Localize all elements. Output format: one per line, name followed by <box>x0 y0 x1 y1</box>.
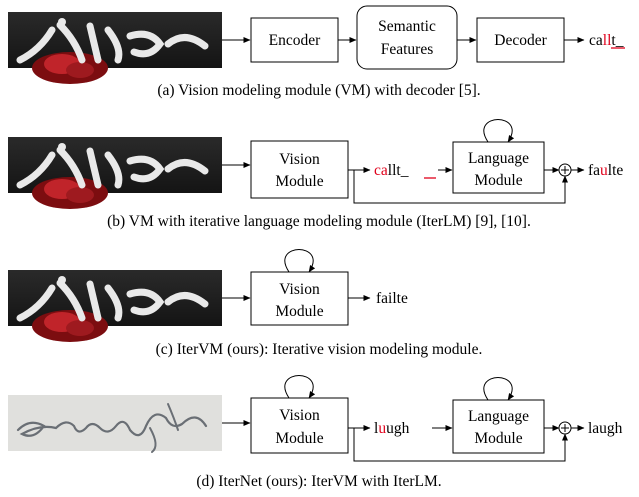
decoder-box <box>476 17 565 63</box>
panel-a: Encoder Semantic Features Decoder callt_… <box>8 5 625 99</box>
output-text-a: callt_ <box>589 32 624 49</box>
vision-module-label-c2: Module <box>275 303 323 320</box>
iteration-loop-language-b <box>483 119 515 143</box>
iteration-loop-vision-d <box>284 375 316 399</box>
word-image-failte-a <box>8 12 222 84</box>
semantic-features-box <box>356 5 458 70</box>
vision-module-label-b1: Vision <box>279 151 320 168</box>
panel-d: Vision Module luugh Language Module laug… <box>8 375 623 490</box>
language-module-box-d <box>452 399 545 454</box>
output-text-c: failte <box>376 290 408 307</box>
language-module-label-d2: Module <box>474 430 522 447</box>
add-node-b <box>558 163 572 177</box>
word-image-failte-c <box>8 270 222 342</box>
language-module-label-b1: Language <box>468 150 529 167</box>
skip-connection-d <box>353 428 568 462</box>
output-text-d: laugh <box>588 420 623 437</box>
output-text-b: faulte <box>588 162 623 179</box>
iteration-loop-language-d <box>483 377 515 401</box>
intermediate-text-d: luugh <box>374 420 410 437</box>
vision-module-label-b2: Module <box>275 173 323 190</box>
decoder-label: Decoder <box>494 32 547 49</box>
encoder-label: Encoder <box>269 32 321 49</box>
vision-module-box-c <box>250 271 349 326</box>
add-node-d <box>558 421 572 435</box>
encoder-box <box>250 17 339 63</box>
iteration-loop-vision-c <box>284 249 316 273</box>
language-module-box-b <box>452 141 545 194</box>
vision-module-label-d2: Module <box>275 430 323 447</box>
semantic-features-label-2: Features <box>381 41 434 58</box>
panel-c: Vision Module failte (c) IterVM (ours): … <box>8 249 483 358</box>
skip-connection-b <box>353 170 568 204</box>
caption-a: (a) Vision modeling module (VM) with dec… <box>157 82 480 99</box>
vision-module-label-d1: Vision <box>279 407 320 424</box>
word-image-laugh-d <box>8 395 222 453</box>
caption-b: (b) VM with iterative language modeling … <box>107 213 531 230</box>
language-module-label-b2: Module <box>474 172 522 189</box>
semantic-features-label-1: Semantic <box>378 18 436 35</box>
intermediate-text-b: callt_ <box>374 162 409 179</box>
caption-c: (c) IterVM (ours): Iterative vision mode… <box>156 341 483 358</box>
vision-module-box-d <box>250 397 349 454</box>
vision-module-box-b <box>250 140 349 199</box>
language-module-label-d1: Language <box>468 408 529 425</box>
word-image-failte-b <box>8 137 222 209</box>
panel-b: Vision Module callt_ Language Module fau… <box>8 119 623 230</box>
vision-module-label-c1: Vision <box>279 281 320 298</box>
caption-d: (d) IterNet (ours): IterVM with IterLM. <box>196 473 441 490</box>
